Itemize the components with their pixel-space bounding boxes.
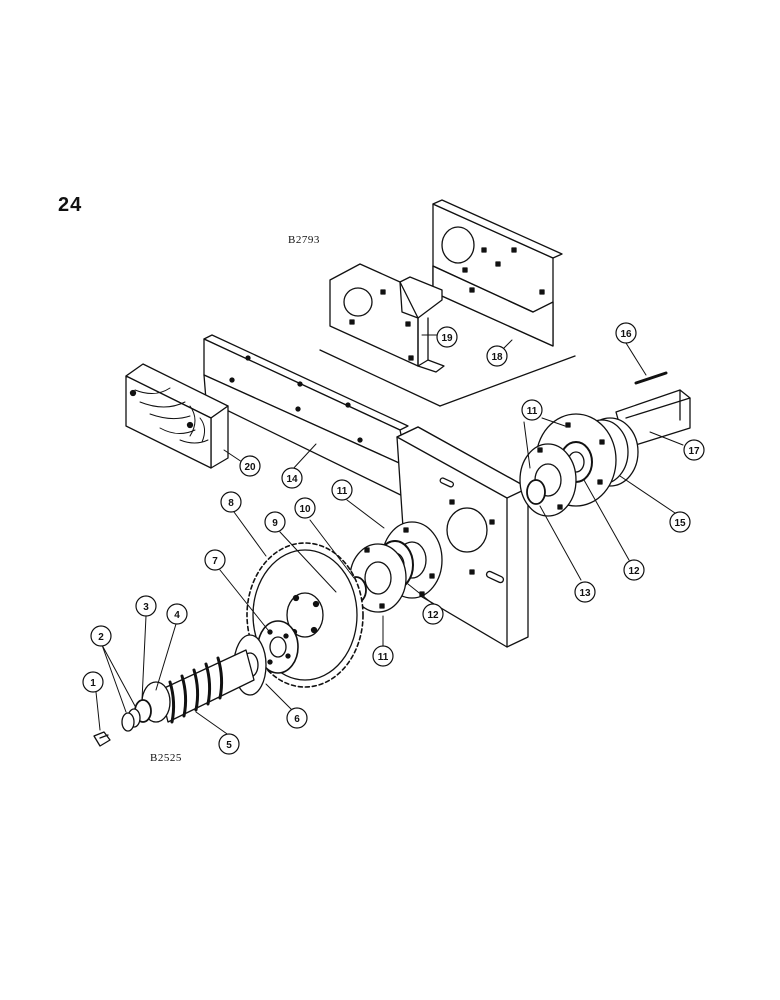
svg-text:8: 8 [228,498,234,509]
svg-text:2: 2 [98,632,104,643]
callout-14: 14 [281,467,303,489]
callout-11-left: 11 [331,479,353,501]
callout-8: 8 [220,491,242,513]
svg-text:11: 11 [337,486,348,497]
svg-text:20: 20 [244,462,256,473]
callout-13: 13 [574,581,596,603]
page-number: 24 [58,194,83,216]
callout-15: 15 [669,511,691,533]
wood-block-20 [125,363,229,469]
callout-7: 7 [204,549,226,571]
spring-5 [159,649,255,724]
figure-code-top: B2793 [288,234,320,246]
callout-17: 17 [683,439,705,461]
collar-13 [526,479,546,505]
callout-6: 6 [286,707,308,729]
callout-4: 4 [166,603,188,625]
leader-lines [95,334,684,737]
callout-11-bottom: 11 [372,645,394,667]
callout-9: 9 [264,511,286,533]
pin-16 [634,371,668,385]
callout-10: 10 [294,497,316,519]
callout-16: 16 [615,322,637,344]
hub-7 [257,620,299,674]
figure-code-bottom: B2525 [150,752,182,764]
svg-text:10: 10 [299,504,311,515]
callout-19: 19 [436,326,458,348]
svg-text:19: 19 [441,333,453,344]
svg-text:3: 3 [143,602,149,613]
svg-text:9: 9 [272,518,278,529]
svg-text:17: 17 [688,446,700,457]
svg-text:12: 12 [427,610,439,621]
callout-12-left: 12 [422,603,444,625]
washers-2 [121,708,141,732]
callout-1: 1 [82,671,104,693]
svg-text:14: 14 [286,474,298,485]
mounting-plate [396,426,529,648]
bracket-18 [432,199,563,347]
bracket-19 [319,263,576,407]
svg-text:6: 6 [294,714,300,725]
svg-text:1: 1 [90,678,96,689]
svg-text:16: 16 [620,329,632,340]
callout-11-right: 11 [521,399,543,421]
callout-18: 18 [486,345,508,367]
callouts: 1 2 3 4 5 6 7 8 9 10 11 11 11 12 12 13 1… [82,322,705,755]
svg-text:4: 4 [174,610,180,621]
channel-14 [203,334,416,503]
callout-2: 2 [90,625,112,647]
svg-text:11: 11 [378,652,389,663]
svg-text:13: 13 [579,588,591,599]
callout-12-right: 12 [623,559,645,581]
callout-5: 5 [218,733,240,755]
callout-3: 3 [135,595,157,617]
svg-text:18: 18 [491,352,503,363]
svg-text:11: 11 [527,406,538,417]
svg-text:7: 7 [212,556,218,567]
svg-text:15: 15 [674,518,686,529]
bolt-1 [93,731,111,747]
callout-20: 20 [239,455,261,477]
svg-text:5: 5 [226,740,232,751]
svg-text:12: 12 [628,566,640,577]
